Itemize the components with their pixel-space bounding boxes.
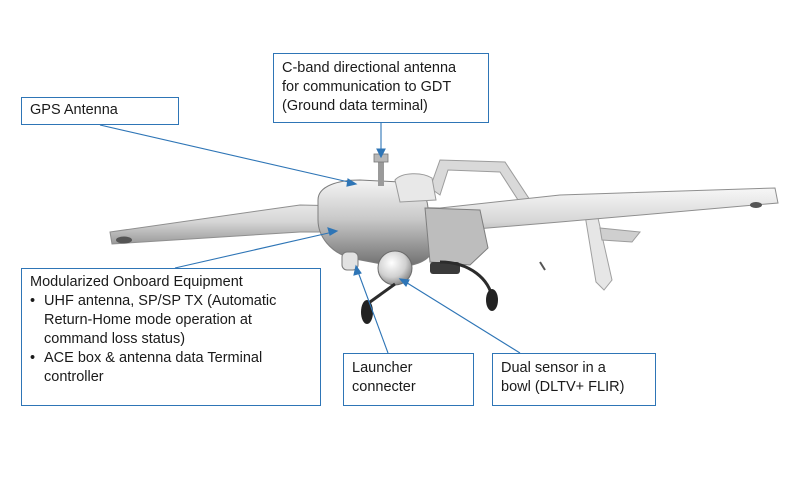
- callout-launcher-connecter: Launcher connecter: [343, 353, 474, 406]
- bullet-text: ACE box & antenna data Terminal: [44, 350, 263, 366]
- callout-text: Dual sensor in a: [501, 360, 606, 376]
- leader-launcher: [356, 268, 389, 354]
- callout-text: connecter: [352, 379, 416, 395]
- callout-c-band-antenna: C-band directional antenna for communica…: [273, 53, 489, 123]
- landing-gear: [361, 260, 546, 324]
- leader-gps: [99, 124, 354, 184]
- leader-dual: [403, 280, 521, 354]
- callout-title: Modularized Onboard Equipment: [30, 274, 243, 290]
- bullet-text: command loss status): [44, 331, 186, 347]
- callout-text: for communication to GDT: [282, 79, 452, 95]
- bullet-item: UHF antenna, SP/SP TX (Automatic Return-…: [30, 292, 320, 349]
- callout-text: C-band directional antenna: [282, 60, 457, 76]
- callout-dual-sensor: Dual sensor in a bowl (DLTV+ FLIR): [492, 353, 656, 406]
- callout-onboard-equipment: Modularized Onboard Equipment UHF antenn…: [21, 268, 321, 406]
- callout-text: Launcher: [352, 360, 413, 376]
- fuselage: [317, 153, 489, 274]
- bullet-item: ACE box & antenna data Terminal controll…: [30, 349, 320, 387]
- bullet-text: controller: [44, 369, 104, 385]
- bullet-text: Return-Home mode operation at: [44, 312, 252, 328]
- callout-text: (Ground data terminal): [282, 98, 428, 114]
- sensor-ball: [341, 250, 413, 286]
- callout-text: GPS Antenna: [30, 102, 118, 118]
- leader-lines: [99, 123, 521, 354]
- bullet-text: UHF antenna, SP/SP TX (Automatic: [44, 293, 277, 309]
- callout-gps-antenna: GPS Antenna: [21, 97, 179, 125]
- tail-assembly: [429, 159, 641, 291]
- callout-text: bowl (DLTV+ FLIR): [501, 379, 625, 395]
- leader-modular: [174, 231, 334, 269]
